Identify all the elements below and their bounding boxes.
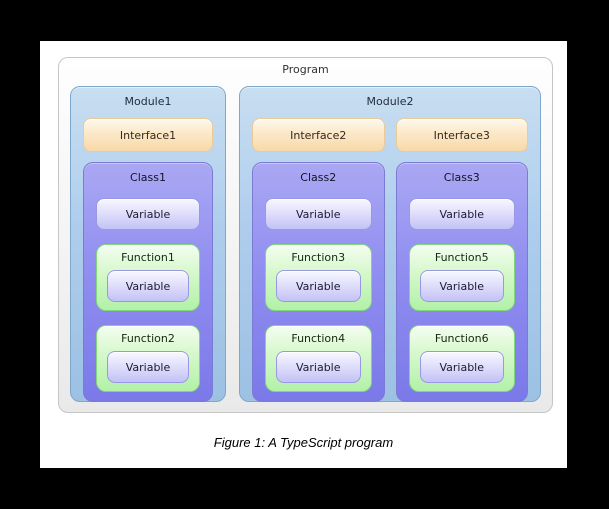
program-label: Program [282, 63, 329, 76]
module1-box: Module1 Interface1 Class1 Variable Funct… [70, 86, 226, 402]
function2-box: Function2 Variable [96, 325, 200, 392]
module2-label: Module2 [366, 95, 414, 108]
figure-caption: Figure 1: A TypeScript program [213, 435, 394, 450]
class2-box: Class2 Variable Function3 Variable Funct… [252, 162, 385, 402]
variable-box: Variable [276, 270, 361, 302]
document-page: Program Module1 Interface1 Class1 Variab… [40, 41, 567, 468]
function6-label: Function6 [434, 332, 489, 345]
program-box: Program Module1 Interface1 Class1 Variab… [58, 57, 553, 413]
module2-column-right: Interface3 Class3 Variable Function5 Var… [395, 118, 528, 402]
class3-box: Class3 Variable Function5 Variable Funct… [395, 162, 528, 402]
class1-label: Class1 [130, 171, 166, 184]
interface2-box: Interface2 [252, 118, 385, 152]
function5-label: Function5 [434, 251, 489, 264]
module2-box: Module2 Interface2 Class2 Variable Funct… [239, 86, 541, 402]
function2-label: Function2 [121, 332, 175, 345]
class3-label: Class3 [443, 171, 480, 184]
interface1-box: Interface1 [83, 118, 213, 152]
function1-box: Function1 Variable [96, 244, 200, 311]
class2-label: Class2 [300, 171, 337, 184]
variable-box: Variable [107, 351, 189, 383]
class1-box: Class1 Variable Function1 Variable Funct… [83, 162, 213, 402]
module1-columns: Interface1 Class1 Variable Function1 Var… [71, 109, 225, 402]
variable-box: Variable [265, 198, 372, 230]
modules-row: Module1 Interface1 Class1 Variable Funct… [59, 81, 552, 412]
function6-box: Function6 Variable [408, 325, 515, 392]
function3-box: Function3 Variable [265, 244, 372, 311]
interface3-box: Interface3 [395, 118, 528, 152]
variable-box: Variable [408, 198, 515, 230]
function4-label: Function4 [291, 332, 346, 345]
function3-label: Function3 [291, 251, 346, 264]
module1-column: Interface1 Class1 Variable Function1 Var… [83, 118, 213, 402]
variable-box: Variable [107, 270, 189, 302]
function4-box: Function4 Variable [265, 325, 372, 392]
variable-box: Variable [419, 270, 504, 302]
module2-columns: Interface2 Class2 Variable Function3 Var… [240, 109, 540, 402]
function5-box: Function5 Variable [408, 244, 515, 311]
module2-column-left: Interface2 Class2 Variable Function3 Var… [252, 118, 385, 402]
function1-label: Function1 [121, 251, 175, 264]
module1-label: Module1 [124, 95, 172, 108]
variable-box: Variable [96, 198, 200, 230]
variable-box: Variable [419, 351, 504, 383]
variable-box: Variable [276, 351, 361, 383]
